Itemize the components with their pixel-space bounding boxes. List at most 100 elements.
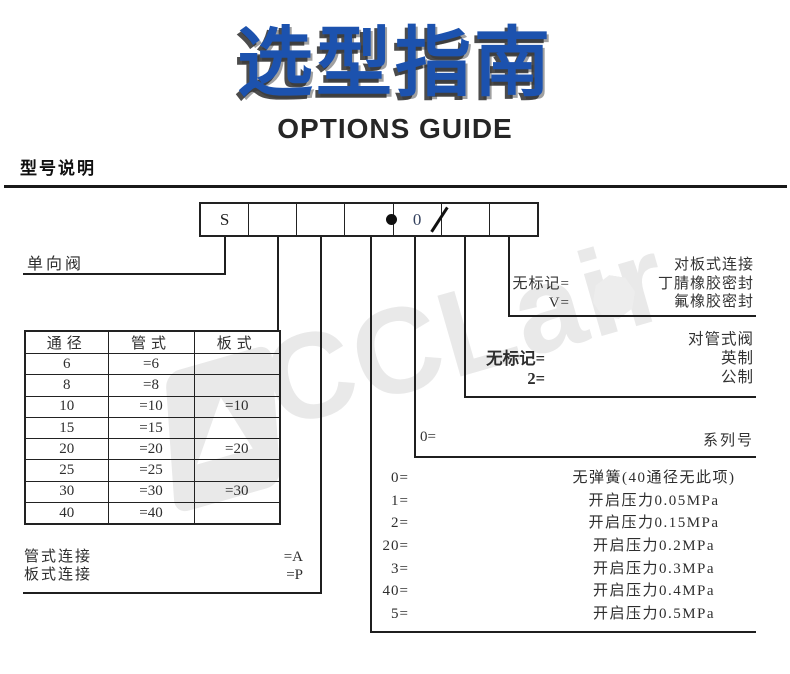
valve-label: 单向阀 <box>27 256 85 273</box>
dot-marker-icon <box>386 214 397 225</box>
spring-value: 开启压力0.15MPa <box>588 515 720 532</box>
table-header-bore: 通径 <box>24 330 109 354</box>
connection-label: 板式连接 <box>24 567 93 583</box>
model-code-cell <box>297 204 346 235</box>
connection-row-tube: 管式连接 =A <box>24 548 303 567</box>
seal-key: V= <box>548 294 570 311</box>
table-cell: 6 <box>24 352 109 376</box>
rule-standard <box>464 396 756 398</box>
table-cell: =20 <box>107 438 195 461</box>
table-cell: 8 <box>24 374 109 397</box>
table-cell <box>193 459 281 482</box>
connection-code: =A <box>283 549 303 565</box>
page-title: 选型指南 <box>237 21 553 106</box>
leader-seal <box>508 237 510 317</box>
spring-key: 2= <box>391 515 409 532</box>
leader-standard <box>464 237 466 398</box>
table-row: 20=20=20 <box>24 438 281 461</box>
spring-key: 0= <box>391 470 409 486</box>
bore-size-table: 通径 管式 板式 6=6 8=8 10=10=10 15=15 20=20=20… <box>24 330 281 526</box>
seal-values: 对板式连接 丁腈橡胶密封 氟橡胶密封 <box>550 256 754 312</box>
standard-key: 无标记= <box>486 349 545 368</box>
rule-series <box>414 456 756 458</box>
standard-value: 对管式阀 <box>687 331 754 348</box>
table-row: 30=30=30 <box>24 480 281 504</box>
model-code-cell <box>442 204 490 235</box>
table-cell: 40 <box>24 502 109 525</box>
seal-value: 丁腈橡胶密封 <box>657 275 754 292</box>
table-cell <box>193 416 281 440</box>
table-cell: =6 <box>107 352 195 376</box>
spring-key: 20= <box>382 537 409 554</box>
spring-keys: 0= 1= 2= 20= 3= 40= 5= <box>344 467 409 626</box>
spring-value: 开启压力0.4MPa <box>592 583 716 600</box>
leader-series <box>414 237 416 458</box>
standard-value: 公制 <box>720 369 754 387</box>
leader-connection <box>320 237 322 594</box>
table-cell: 30 <box>24 480 109 504</box>
table-row: 40=40 <box>24 502 281 525</box>
connection-label: 管式连接 <box>24 549 93 565</box>
leader-bore-table <box>277 237 279 332</box>
spring-value: 无弹簧(40通径无此项) <box>572 470 736 486</box>
standard-keys: 无标记= 2= <box>425 349 545 388</box>
model-code-cell <box>249 204 298 235</box>
table-cell: 15 <box>24 416 109 440</box>
seal-key: 无标记= <box>512 276 570 292</box>
seal-keys: 无标记= V= <box>455 275 570 312</box>
table-cell: =25 <box>107 459 195 482</box>
table-row: 25=25 <box>24 459 281 482</box>
table-row: 8=8 <box>24 374 281 397</box>
standard-values: 对管式阀 英制 公制 <box>550 330 754 388</box>
section-heading: 型号说明 <box>20 159 96 178</box>
seal-value: 对板式连接 <box>673 257 754 273</box>
model-code-cell: S <box>201 204 250 235</box>
table-cell <box>193 374 281 397</box>
spring-value: 开启压力0.5MPa <box>592 605 716 622</box>
table-cell: =40 <box>107 502 195 525</box>
rule-spring <box>370 631 756 633</box>
table-cell: =20 <box>193 438 281 461</box>
spring-values: 无弹簧(40通径无此项) 开启压力0.05MPa 开启压力0.15MPa 开启压… <box>552 467 756 626</box>
table-row: 6=6 <box>24 352 281 376</box>
model-code-cell <box>490 204 537 235</box>
series-key: 0= <box>420 429 436 445</box>
table-header-plate: 板式 <box>193 330 281 354</box>
spring-value: 开启压力0.05MPa <box>588 492 720 509</box>
table-cell: 25 <box>24 459 109 482</box>
leader-spring <box>370 237 372 633</box>
spring-key: 3= <box>391 560 409 577</box>
table-header-tube: 管式 <box>107 330 195 354</box>
model-code-cell: 0 <box>394 204 442 235</box>
table-row: 10=10=10 <box>24 395 281 418</box>
spring-value: 开启压力0.3MPa <box>592 560 716 577</box>
table-cell: 10 <box>24 395 109 418</box>
table-row: 15=15 <box>24 416 281 440</box>
section-rule <box>4 185 787 188</box>
underline-valve <box>23 273 226 275</box>
table-cell: =10 <box>193 395 281 418</box>
table-cell <box>193 352 281 376</box>
table-cell: =15 <box>107 416 195 440</box>
table-cell: =30 <box>193 480 281 504</box>
underline-connection <box>23 592 322 594</box>
connection-code: =P <box>286 567 303 583</box>
model-code-boxes: S 0 <box>199 202 539 237</box>
series-value: 系列号 <box>702 433 754 449</box>
standard-key: 2= <box>527 368 545 388</box>
table-cell: 20 <box>24 438 109 461</box>
spring-key: 5= <box>391 605 409 622</box>
table-cell <box>193 502 281 525</box>
seal-value: 氟橡胶密封 <box>673 294 754 311</box>
connection-row-plate: 板式连接 =P <box>24 566 303 585</box>
page-subtitle: OPTIONS GUIDE <box>277 113 513 144</box>
spring-key: 1= <box>391 492 409 509</box>
rule-seal <box>508 315 756 317</box>
spring-value: 开启压力0.2MPa <box>592 537 716 554</box>
spring-key: 40= <box>382 583 409 600</box>
leader-valve <box>224 237 226 275</box>
table-header-row: 通径 管式 板式 <box>24 330 281 354</box>
standard-value: 英制 <box>720 350 754 368</box>
table-cell: =30 <box>107 480 195 504</box>
